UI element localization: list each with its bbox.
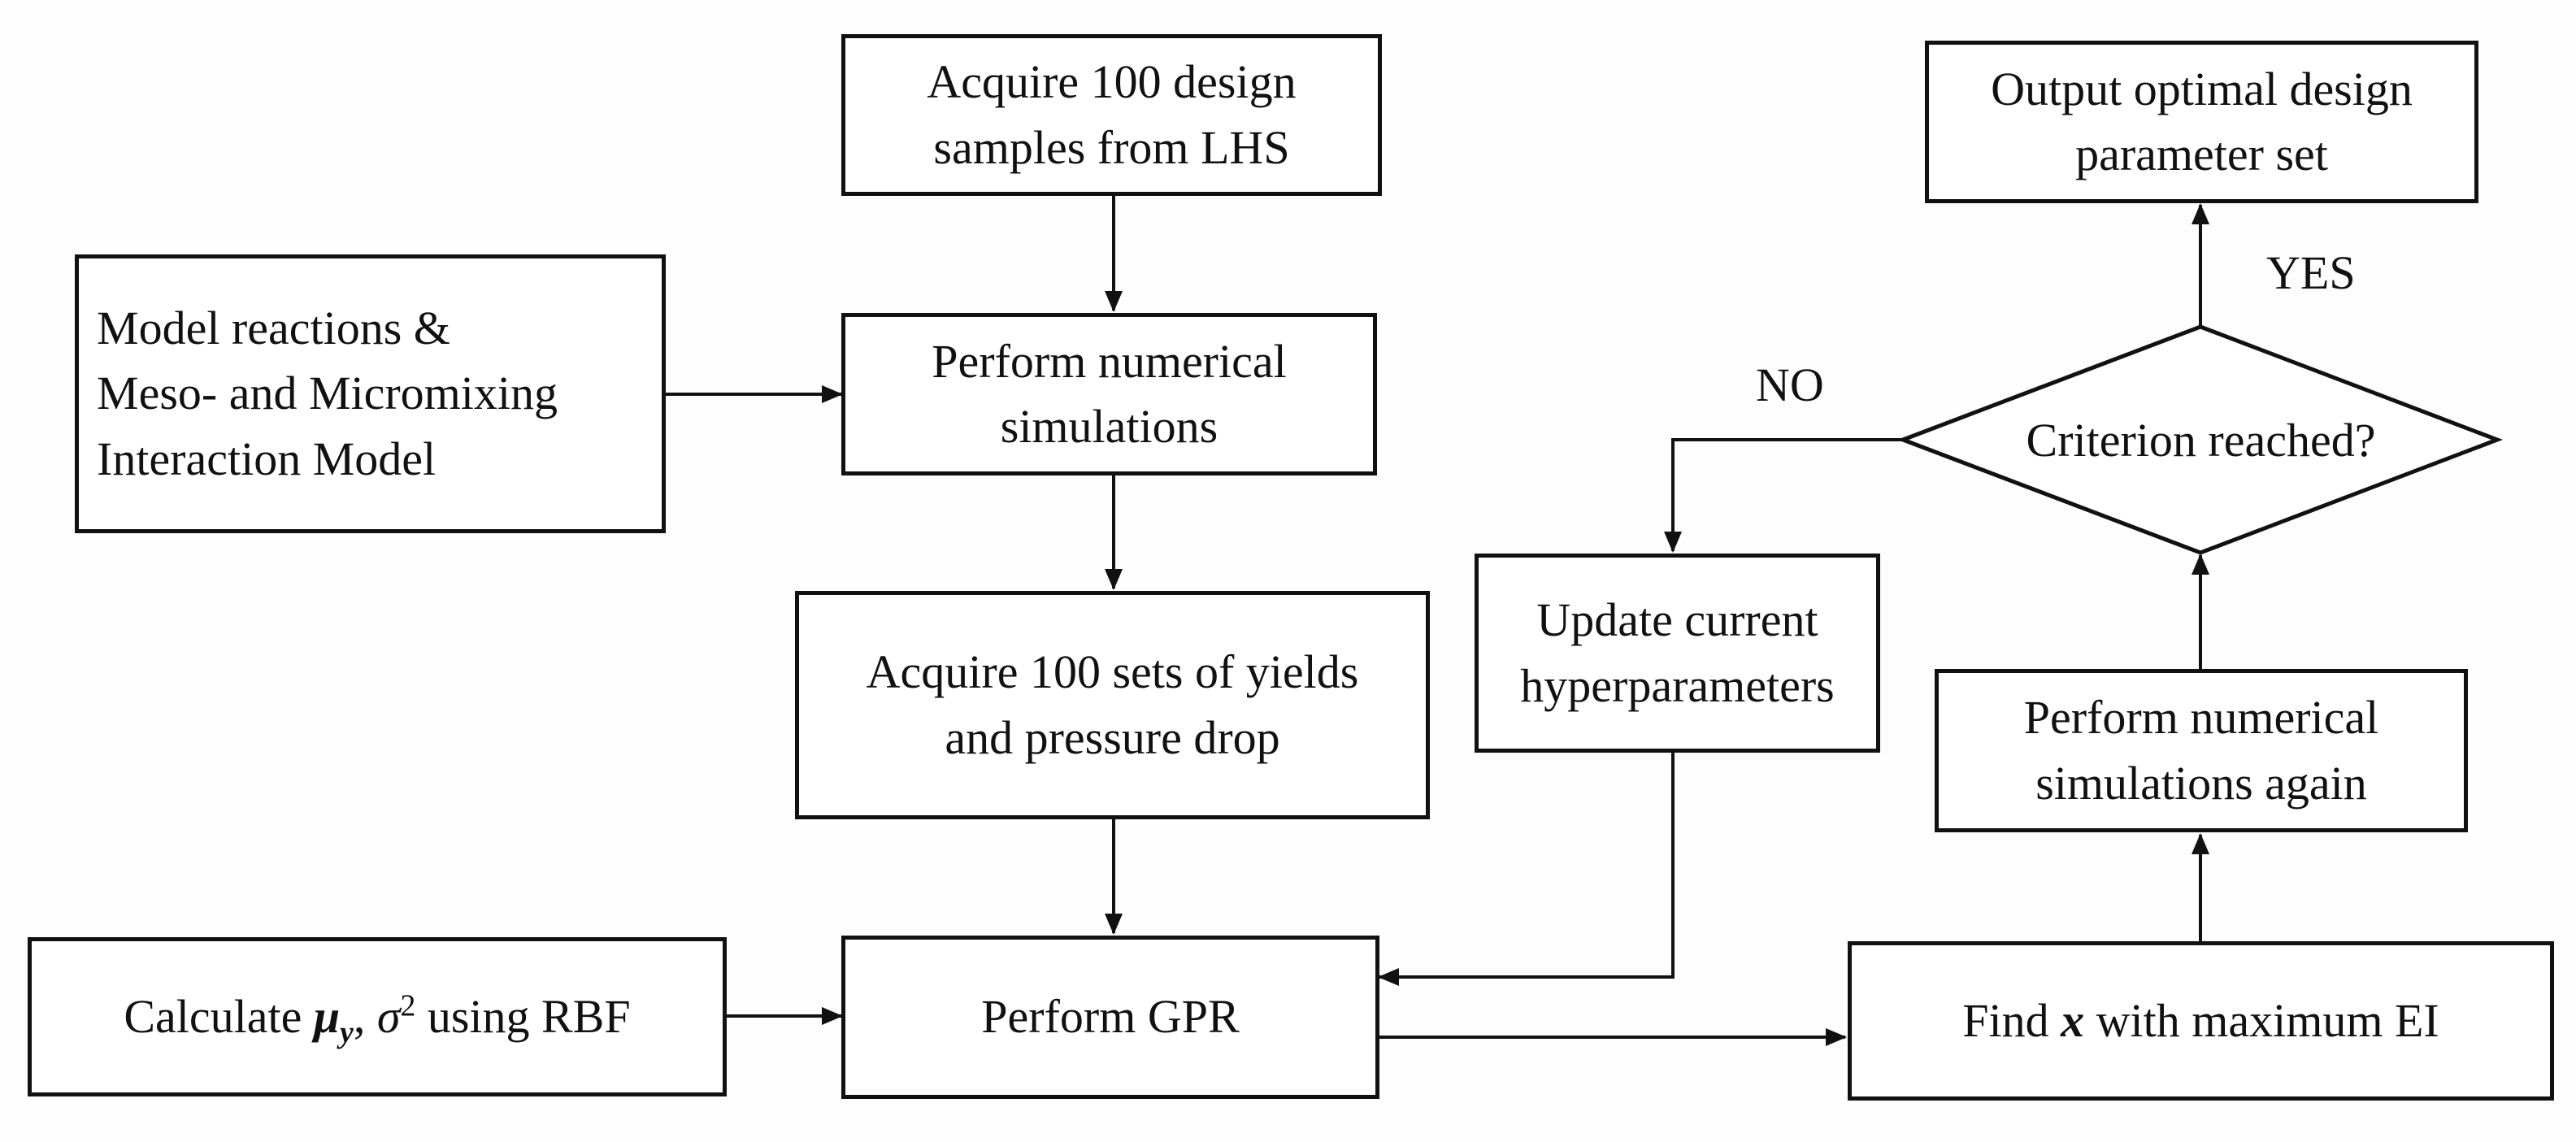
mu-symbol: μ [313,989,341,1043]
output-line1: Output optimal design [1991,62,2413,115]
update-hyper-box: Update current hyperparameters [1475,554,1880,753]
x-variable: x [2061,993,2085,1047]
perform-sims-again-line1: Perform numerical [2023,691,2379,745]
find-x-suffix: with maximum EI [2084,993,2439,1047]
model-reactions-box: Model reactions & Meso- and Micromixing … [75,254,666,533]
perform-gpr-label: Perform GPR [981,990,1240,1044]
acquire-samples-line1: Acquire 100 design [927,55,1297,109]
find-x-box: Find x with maximum EI [1848,941,2554,1101]
sigma-symbol: σ [376,989,401,1043]
mu-subscript: y [340,1015,354,1050]
find-x-label: Find x with maximum EI [1962,988,2439,1053]
model-reactions-line3: Interaction Model [97,432,437,485]
calculate-suffix: using RBF [415,989,631,1043]
calculate-box: Calculate μy, σ2 using RBF [28,937,727,1096]
sigma-superscript: 2 [400,988,416,1023]
acquire-yields-line1: Acquire 100 sets of yields [866,645,1359,699]
perform-gpr-box: Perform GPR [841,936,1379,1099]
update-hyper-line2: hyperparameters [1520,658,1835,712]
criterion-diamond [1896,324,2504,555]
calculate-label: Calculate μy, σ2 using RBF [124,984,630,1049]
acquire-yields-line2: and pressure drop [945,710,1280,764]
no-label: NO [1756,358,1824,411]
acquire-samples-box: Acquire 100 design samples from LHS [841,34,1382,196]
arrow-criterion-to-update [1664,438,1903,553]
acquire-yields-box: Acquire 100 sets of yields and pressure … [795,591,1430,819]
calculate-prefix: Calculate [124,989,314,1043]
perform-sims-again-line2: simulations again [2035,756,2367,810]
arrow-update-to-gpr [1378,752,1675,986]
output-box: Output optimal design parameter set [1925,41,2478,203]
calculate-separator: , [353,989,377,1043]
acquire-samples-line2: samples from LHS [933,120,1290,174]
perform-sims-line2: simulations [1000,400,1218,453]
find-x-prefix: Find [1962,993,2061,1047]
update-hyper-line1: Update current [1536,593,1818,647]
perform-sims-box: Perform numerical simulations [841,313,1377,475]
model-reactions-line2: Meso- and Micromixing [97,367,558,420]
perform-sims-line1: Perform numerical [932,334,1287,388]
criterion-label: Criterion reached? [2026,413,2376,467]
perform-sims-again-box: Perform numerical simulations again [1935,669,2468,832]
model-reactions-line1: Model reactions & [97,302,450,355]
output-line2: parameter set [2075,128,2328,180]
yes-label: YES [2266,246,2356,299]
